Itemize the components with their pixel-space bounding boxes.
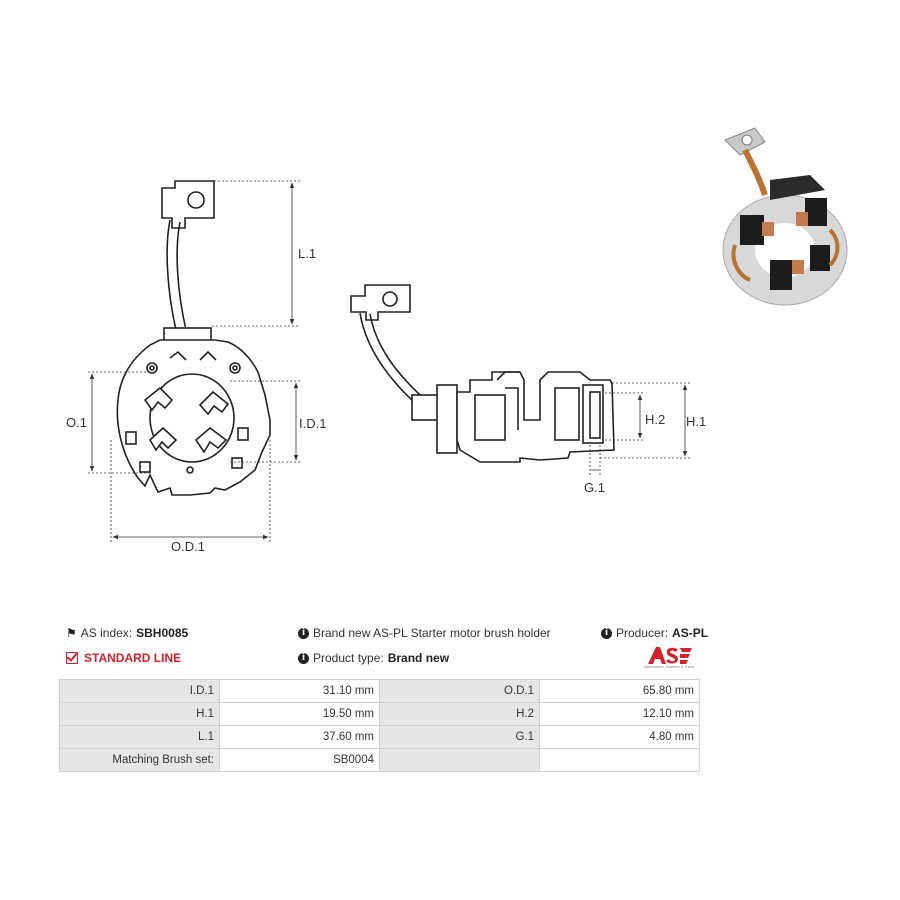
spec-value: 37.60 mm (219, 725, 380, 749)
as-pl-logo: AS (648, 647, 692, 664)
table-row: L.1 37.60 mm G.1 4.80 mm (59, 725, 700, 749)
spec-value: 12.10 mm (539, 702, 700, 726)
spec-value: 19.50 mm (219, 702, 380, 726)
spec-label: G.1 (379, 725, 540, 749)
description-text: Brand new AS-PL Starter motor brush hold… (313, 626, 551, 640)
spec-label-empty (379, 748, 540, 772)
info-icon: i (601, 627, 612, 639)
product-type-label: Product type: (313, 651, 384, 665)
table-row: I.D.1 31.10 mm O.D.1 65.80 mm (59, 679, 700, 703)
spec-value: 65.80 mm (539, 679, 700, 703)
side-view (350, 284, 615, 463)
description-line: i Brand new AS-PL Starter motor brush ho… (298, 626, 551, 640)
dim-label-l1: L.1 (298, 246, 316, 261)
dim-label-g1: G.1 (584, 480, 605, 495)
as-index-value: SBH0085 (136, 626, 189, 640)
front-view (116, 180, 271, 496)
product-type-value: Brand new (387, 651, 450, 665)
dim-label-h2: H.2 (645, 412, 665, 427)
info-icon: i (298, 627, 309, 639)
spec-value: 31.10 mm (219, 679, 380, 703)
checkbox-icon (66, 652, 78, 664)
producer-line: i Producer: AS-PL (601, 626, 708, 640)
as-index-label: AS index: (80, 626, 133, 640)
spec-label: H.2 (379, 702, 540, 726)
technical-drawing: L.1 O.1 I.D.1 O.D.1 H.2 H.1 G.1 (66, 180, 706, 554)
spec-value: 4.80 mm (539, 725, 700, 749)
standard-line-text: STANDARD LINE (84, 651, 182, 665)
spec-value-empty (539, 748, 700, 772)
dim-label-id1: I.D.1 (299, 416, 326, 431)
spec-label: H.1 (59, 702, 220, 726)
table-row: Matching Brush set: SB0004 (59, 748, 700, 772)
info-icon: i (298, 652, 309, 664)
tag-icon: ⚑ (66, 626, 77, 640)
front-dimensions (88, 180, 302, 542)
spec-value: SB0004 (219, 748, 380, 772)
spec-table: I.D.1 31.10 mm O.D.1 65.80 mm H.1 19.50 … (59, 679, 700, 772)
spec-label: I.D.1 (59, 679, 220, 703)
standard-line-badge: STANDARD LINE (66, 651, 181, 665)
product-type-line: i Product type: Brand new (298, 651, 449, 665)
dim-label-od1: O.D.1 (171, 539, 205, 554)
dim-label-o1: O.1 (66, 415, 87, 430)
spec-label: Matching Brush set: (59, 748, 220, 772)
dim-label-h1: H.1 (686, 414, 706, 429)
product-photo (722, 127, 848, 306)
side-dimensions (589, 382, 690, 475)
producer-value: AS-PL (672, 626, 709, 640)
as-index-line: ⚑ AS index: SBH0085 (66, 626, 188, 640)
table-row: H.1 19.50 mm H.2 12.10 mm (59, 702, 700, 726)
spec-label: L.1 (59, 725, 220, 749)
producer-label: Producer: (616, 626, 669, 640)
spec-label: O.D.1 (379, 679, 540, 703)
logo-tagline: Alternators, Starters & Parts (644, 664, 694, 669)
